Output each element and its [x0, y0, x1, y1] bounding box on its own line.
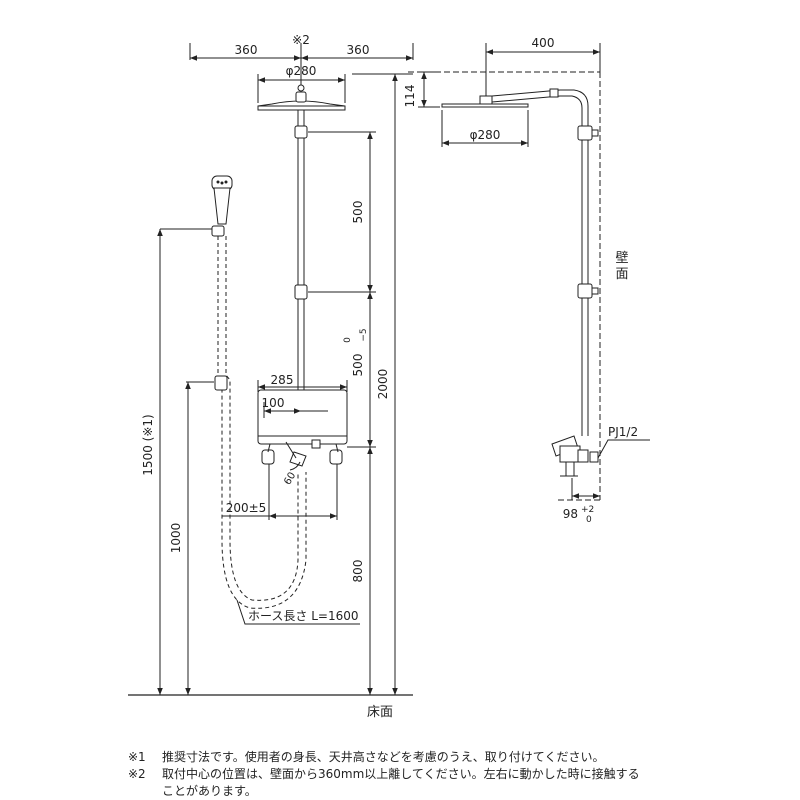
wall-label: 壁面	[615, 251, 628, 282]
shower-hose	[217, 236, 307, 609]
front-dimensions	[157, 43, 414, 695]
note-2-text: 取付中心の位置は、壁面から360mm以上離してください。左右に動かした時に接触す…	[162, 767, 640, 781]
slide-riser-pipe	[294, 110, 308, 418]
note-1-mark: ※1	[128, 750, 146, 764]
arm-spacing-upper: 500	[351, 201, 365, 224]
note-1: ※1 推奨寸法です。使用者の身長、天井高さなどを考慮のうえ、取り付けてください。	[128, 749, 640, 766]
hook-height-1000: 1000	[169, 523, 183, 554]
head-diameter-side: φ280	[470, 128, 501, 142]
side-view-labels: 400 114 φ280 壁面 PJ1/2 98 +2 0	[403, 36, 638, 525]
dim-center-mark: ※2	[292, 33, 310, 47]
front-view-labels: 360 ※2 360 φ280 500 500 0 −5 285 100 60 …	[141, 33, 393, 720]
note-2: ※2 取付中心の位置は、壁面から360mm以上離してください。左右に動かした時に…	[128, 766, 640, 783]
footnotes: ※1 推奨寸法です。使用者の身長、天井高さなどを考慮のうえ、取り付けてください。…	[128, 749, 640, 800]
note-2-mark: ※2	[128, 767, 146, 781]
hose-hook	[214, 375, 228, 391]
side-view	[408, 43, 650, 501]
hanger-height-1500: 1500 (※1)	[141, 414, 155, 475]
side-riser-pipe	[577, 125, 599, 436]
side-dimensions	[418, 43, 650, 500]
head-drop-114: 114	[403, 85, 417, 108]
arm-tolerance-lower: −5	[359, 328, 369, 341]
thermostatic-mixer-body	[257, 389, 348, 467]
front-view	[128, 43, 414, 696]
angle-60: 60	[282, 470, 298, 487]
head-diameter-front: φ280	[286, 64, 317, 78]
body-offset-100: 100	[262, 396, 285, 410]
dim-left-360: 360	[235, 43, 258, 57]
body-width-285: 285	[271, 373, 294, 387]
side-mixer-valve	[551, 435, 599, 477]
projection-98: 98	[563, 507, 578, 521]
hand-shower	[211, 175, 233, 237]
arm-tolerance-upper: 0	[343, 337, 353, 343]
total-height-2000: 2000	[376, 369, 390, 400]
valve-height-800: 800	[351, 560, 365, 583]
inlet-pitch: 200±5	[226, 501, 267, 515]
pipe-thread-label: PJ1/2	[608, 425, 638, 439]
dim-right-360: 360	[347, 43, 370, 57]
projection-tolerance-lower: 0	[586, 515, 592, 525]
hose-length-label: ホース長さ L=1600	[248, 609, 359, 623]
note-1-text: 推奨寸法です。使用者の身長、天井高さなどを考慮のうえ、取り付けてください。	[162, 750, 605, 764]
floor-label: 床面	[367, 705, 393, 720]
overhead-shower-head	[257, 84, 346, 111]
arm-spacing-lower: 500	[351, 354, 365, 377]
note-2-continuation: ことがあります。	[162, 784, 257, 798]
projection-tolerance-upper: +2	[581, 505, 594, 515]
arm-length-400: 400	[532, 36, 555, 50]
side-shower-arm	[441, 88, 589, 126]
